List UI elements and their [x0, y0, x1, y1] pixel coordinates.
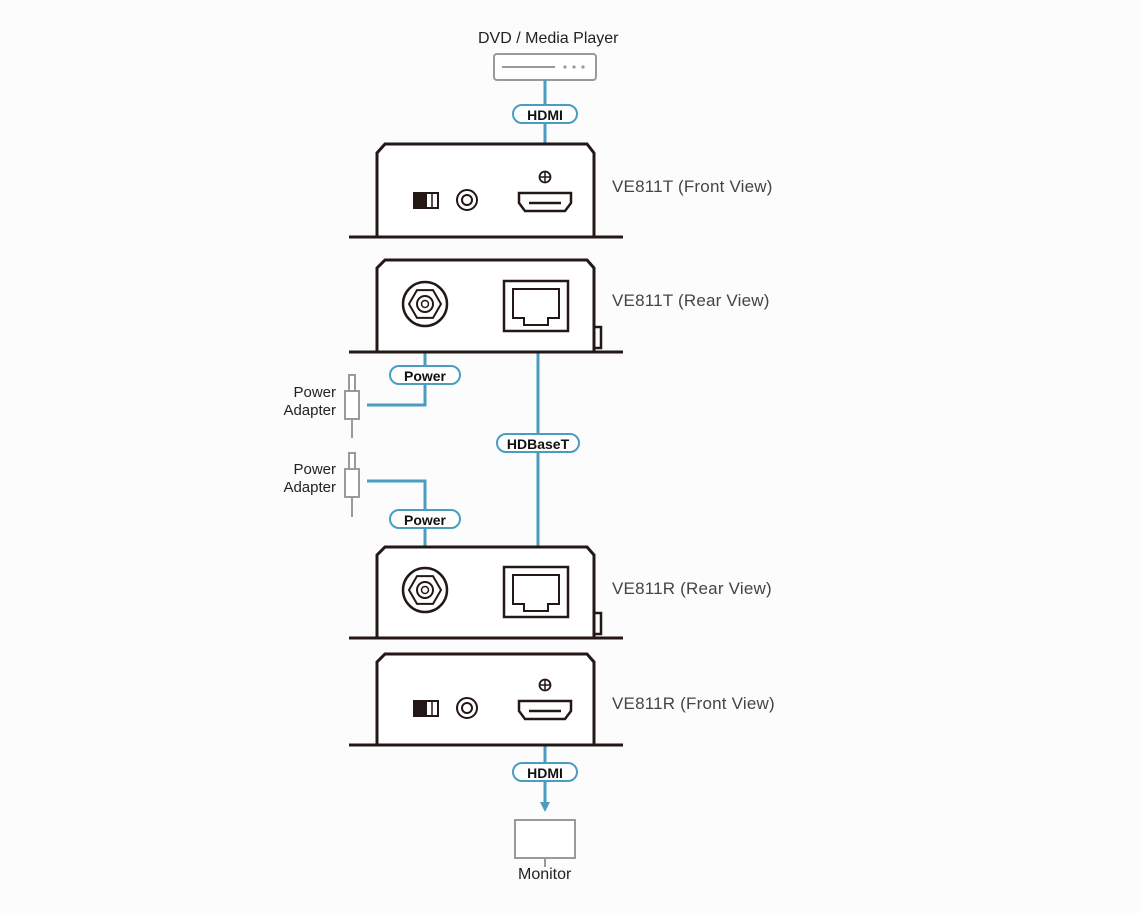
power-rx-cable	[367, 479, 427, 573]
dvd-player-icon	[493, 53, 597, 81]
source-label: DVD / Media Player	[478, 30, 619, 47]
power-adapter-rx-label: Power Adapter	[283, 461, 336, 496]
audio-jack-icon	[456, 189, 478, 211]
power-tx-cable	[367, 334, 427, 407]
rj45-port-icon	[502, 279, 570, 333]
power-jack-icon	[401, 566, 449, 614]
ve811r-rear-label: VE811R (Rear View)	[612, 579, 772, 598]
power-adapter-icon	[344, 374, 360, 438]
ve811r-front-unit	[349, 652, 623, 747]
hdmi-out-cable-label: HDMI	[512, 762, 578, 782]
power-adapter-icon	[344, 452, 360, 517]
hdmi-port-icon	[517, 170, 573, 213]
power-jack-icon	[401, 280, 449, 328]
hdmi-in-cable-label: HDMI	[512, 104, 578, 124]
audio-jack-icon	[456, 697, 478, 719]
power-adapter-tx-label: Power Adapter	[283, 384, 336, 419]
monitor-icon	[514, 819, 576, 867]
ve811t-rear-unit	[349, 258, 623, 354]
power-rx-cable-label: Power	[389, 509, 461, 529]
switch-icon	[413, 192, 439, 209]
ve811t-front-label: VE811T (Front View)	[612, 177, 773, 196]
switch-icon	[413, 700, 439, 717]
hdmi-port-icon	[517, 678, 573, 721]
ve811r-rear-unit	[349, 545, 623, 640]
power-tx-cable-label: Power	[389, 365, 461, 385]
ve811r-front-label: VE811R (Front View)	[612, 694, 775, 713]
sink-label: Monitor	[518, 866, 572, 883]
rj45-port-icon	[502, 565, 570, 619]
ve811t-front-unit	[349, 142, 623, 239]
hdbaset-cable-label: HDBaseT	[496, 433, 580, 453]
ve811t-rear-label: VE811T (Rear View)	[612, 291, 770, 310]
